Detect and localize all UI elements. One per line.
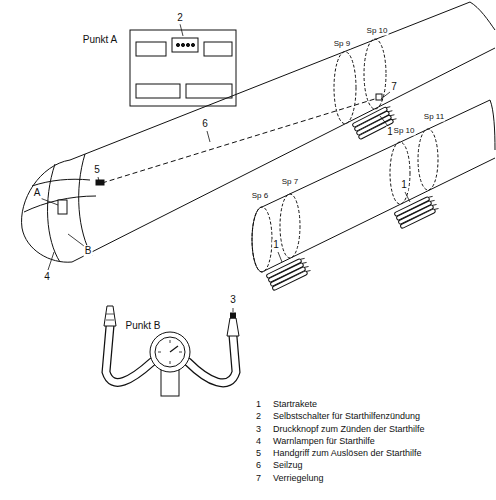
legend-number: 3: [255, 424, 262, 434]
callout-number: 2: [176, 12, 184, 24]
legend-text: Selbstschalter für Starthilfenzündung: [272, 411, 421, 421]
callout-number: 3: [229, 294, 237, 306]
view-label: Punkt A: [82, 34, 118, 46]
legend-number: 5: [255, 448, 262, 458]
fuselage: [22, 2, 495, 270]
callout-number: B: [84, 245, 93, 257]
callout-number: 4: [43, 271, 51, 283]
legend-text: Handgriff zum Auslösen der Starthilfe: [272, 448, 422, 458]
legend-number: 7: [255, 473, 262, 483]
legend-number: 6: [255, 460, 262, 470]
frame-label: Sp 7: [281, 177, 299, 186]
frame-label: Sp 6: [251, 191, 269, 200]
legend-text: Verriegelung: [272, 473, 325, 483]
fuselage-section: [252, 100, 495, 291]
legend-number: 2: [255, 411, 262, 421]
legend-number: 1: [255, 399, 262, 409]
legend-text: Druckknopf zum Zünden der Starthilfe: [272, 424, 426, 434]
callout-number: 1: [272, 239, 280, 251]
frame-label: Sp 11: [423, 112, 445, 121]
callout-number: 7: [390, 81, 398, 93]
control-yoke: [104, 306, 239, 396]
legend-text: Startrakete: [272, 399, 318, 409]
frame-label: Sp 10: [366, 26, 389, 35]
callout-number: A: [33, 187, 42, 199]
switch-panel: [130, 24, 236, 106]
frame-label: Sp 10: [393, 126, 416, 135]
callout-number: 6: [201, 118, 209, 130]
legend-number: 4: [255, 436, 262, 446]
legend-text: Warnlampen für Starthilfe: [272, 436, 376, 446]
frame-label: Sp 9: [333, 39, 351, 48]
legend-text: Seilzug: [272, 460, 304, 470]
callout-number: 1: [400, 179, 408, 191]
view-label: Punkt B: [124, 320, 161, 332]
callout-number: 5: [93, 164, 101, 176]
